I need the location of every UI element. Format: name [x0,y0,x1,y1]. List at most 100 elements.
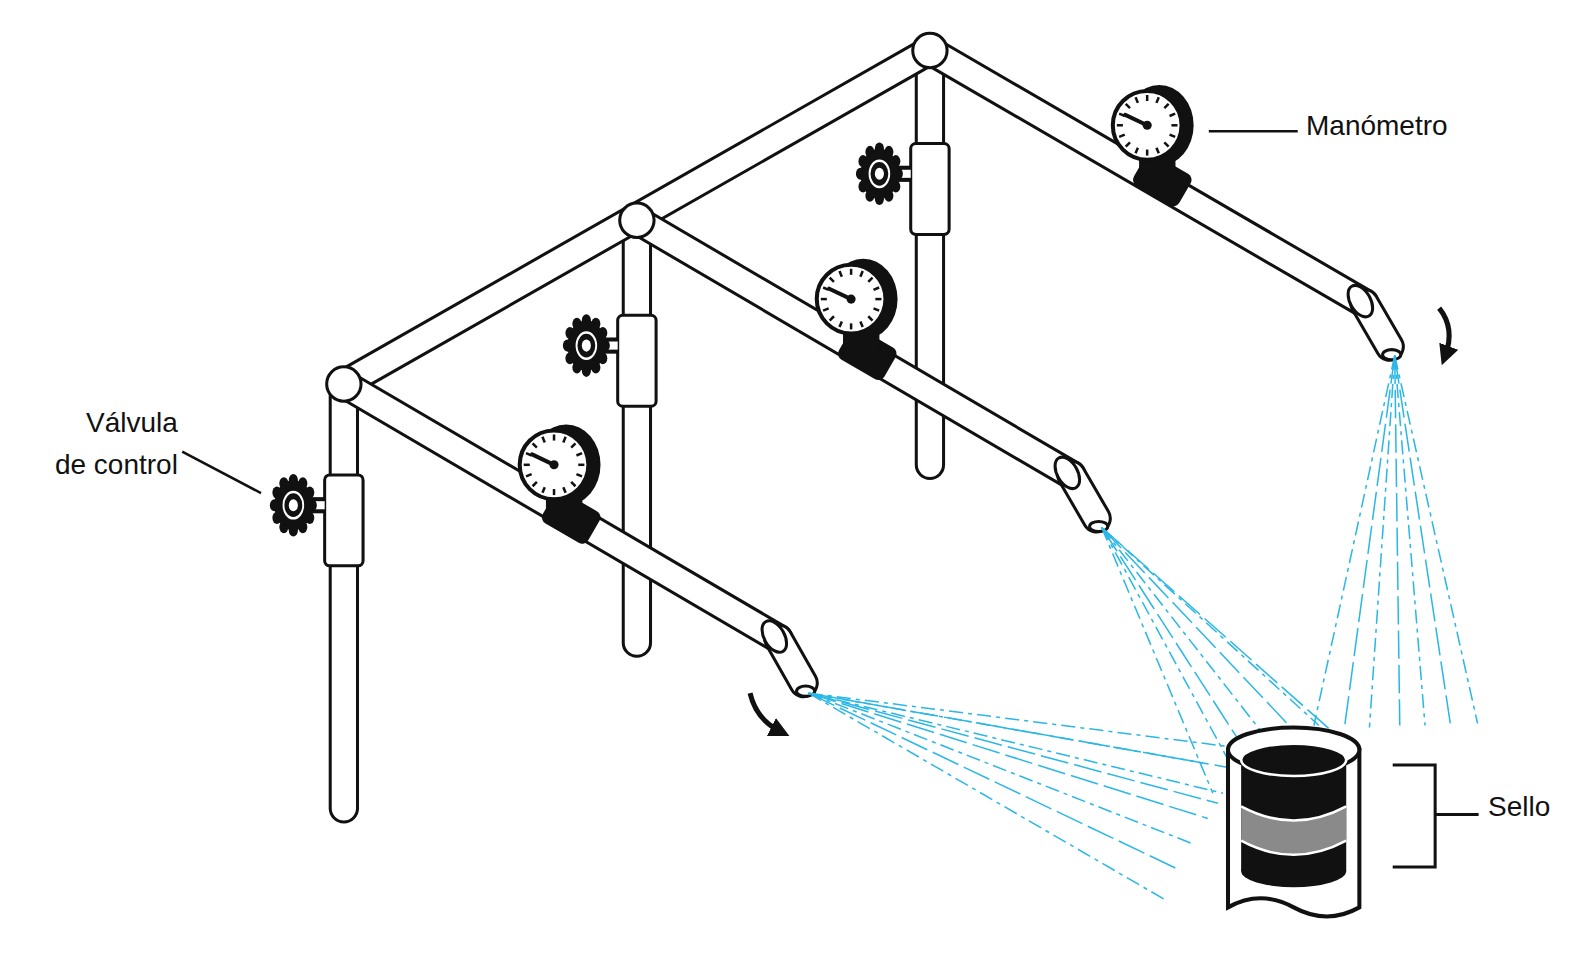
illustration-part [289,499,298,511]
illustration-part [830,316,834,320]
illustration-part [850,323,853,329]
illustration-part [1171,124,1177,127]
illustration-part [1241,841,1346,855]
illustration-part [1241,744,1346,776]
leader-line [1209,130,1298,133]
illustration-part [809,693,1218,803]
illustration-part [520,430,589,499]
illustration-part [817,265,886,334]
illustration-part [875,168,884,180]
illustration-part [1126,104,1130,108]
illustration-part [830,278,834,282]
illustration-part [1395,356,1478,724]
illustration-part [930,51,1364,304]
illustration-part [1146,95,1149,101]
illustration-part [1102,527,1213,793]
illustration-part [1102,527,1276,749]
pressure-gauge [817,259,898,350]
illustration-part [1343,281,1378,321]
illustration-part [823,308,829,310]
illustration-part [553,489,556,495]
illustration-part [930,51,1364,304]
illustration-part [1369,356,1394,728]
illustration-part [1117,124,1123,127]
bracket [1393,765,1479,867]
illustration-part [329,394,359,808]
illustration-part [874,308,880,310]
illustration-part [913,33,947,67]
illustration-part [809,693,1193,844]
illustration-part [563,487,565,493]
illustration-part [567,320,605,371]
illustration-part [1156,97,1158,103]
illustration-part [809,693,1208,818]
illustration-part [1113,91,1182,160]
pressure-gauge [1113,85,1194,176]
illustration-part [542,487,544,493]
illustration-part [577,332,597,358]
illustration-part [809,693,1238,748]
illustration-part [533,482,537,486]
illustration-part [1119,135,1125,137]
illustration-part [840,321,842,327]
illustration-part [1395,356,1451,724]
illustration-part [1136,148,1138,154]
illustration-part [870,161,890,187]
illustration-part [274,480,312,531]
illustration-part [549,460,558,469]
illustration-part [840,271,842,277]
illustration-part [809,693,1231,768]
illustration-part [850,269,853,275]
illustration-part [553,434,556,440]
pressure-gauge [520,424,601,515]
valve-wheel [270,474,317,537]
illustration-part [1136,97,1138,103]
illustration-part [860,321,862,327]
illustration-part [283,492,303,518]
illustration-part [344,51,930,384]
illustration-part [1143,121,1152,130]
illustration-part [1126,142,1130,146]
illustration-part [860,149,898,200]
part-label: Válvula de control [50,402,178,486]
illustration-part [344,384,778,639]
illustration-part [1164,104,1168,108]
illustration-part [1314,356,1395,726]
illustration-part [327,367,361,401]
rotation-arrow [1439,308,1449,355]
illustration-part [809,693,1203,763]
valve-wheel [856,142,903,205]
illustration-part [533,443,537,447]
illustration-part [637,220,1071,475]
shaft-with-seal [1228,728,1359,917]
illustration-part [1395,356,1400,726]
illustration-part [1170,135,1176,137]
rotation-arrow [750,693,780,731]
illustration-part [1241,806,1346,820]
illustration-part [757,617,792,657]
illustration-part [1102,527,1299,735]
illustration-part [1102,527,1238,778]
illustration-part [875,298,881,301]
illustration-part [576,453,582,455]
illustration-part [524,464,530,467]
illustration-part [542,437,544,443]
illustration-part [1156,148,1158,154]
valve-wheel [563,314,610,377]
illustration-part [563,437,565,443]
illustration-part [911,143,949,234]
pipes [270,33,1401,808]
part-label: Sello [1488,790,1585,824]
illustration-part [1344,356,1395,730]
illustration-part [1146,150,1149,156]
illustration-part [620,203,654,237]
illustration-part [1170,114,1176,116]
illustration-part [571,443,575,447]
illustration-part [582,340,591,352]
illustration-part [809,693,1178,869]
leader-line [182,452,261,493]
illustration-part [1102,527,1254,762]
water-spray [809,356,1478,900]
